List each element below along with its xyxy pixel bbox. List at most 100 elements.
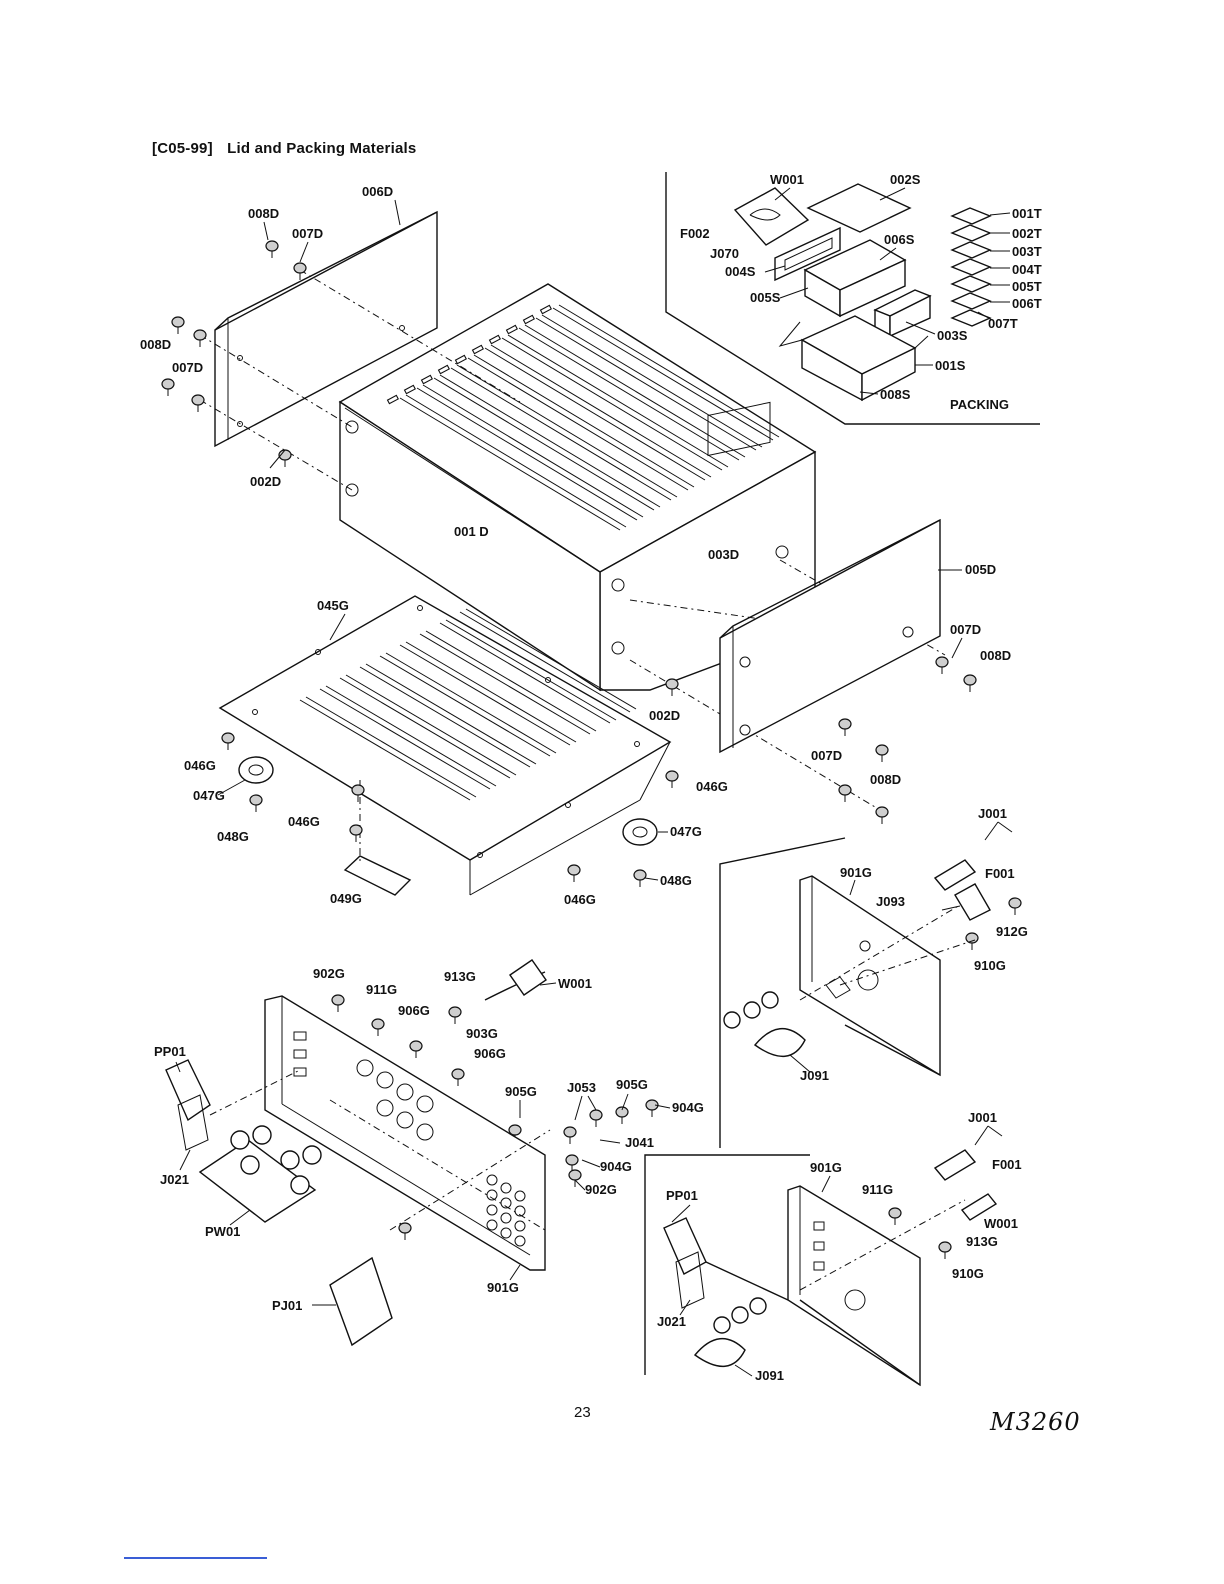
label-008S: 008S [880,387,911,402]
label-J041: J041 [625,1135,654,1150]
screw [633,869,647,881]
label-F001: F001 [992,1157,1022,1172]
side-panel-005D [719,518,941,754]
cover-slot-end [454,354,467,365]
manual-stack [950,207,992,327]
label-005T: 005T [1012,279,1042,294]
plate-slot [419,633,591,735]
label-911G: 911G [862,1182,893,1197]
label-906G: 906G [474,1046,506,1061]
screw [249,794,263,806]
handwritten-note: M3260 [990,1408,1081,1436]
cover-slot [490,344,712,478]
packing-section-border [665,172,1040,425]
part-labels: 006D 008D 007D 008D 007D 002D 001 D 003D… [140,172,1042,1383]
screw [888,1207,902,1219]
screw [193,329,207,341]
jack-hole [514,1190,526,1202]
label-packing: PACKING [950,397,1009,412]
label-W001: W001 [770,172,804,187]
jack-hole [514,1220,526,1232]
cover-slot [405,394,627,528]
jack-hole [486,1174,498,1186]
label-003T: 003T [1012,244,1042,259]
screw [565,1154,579,1166]
label-J001: J001 [968,1110,997,1125]
screw [1008,897,1022,909]
manual-sheet [950,224,992,242]
screw [615,1106,629,1118]
label-008D: 008D [980,648,1011,663]
manual-sheet [950,241,992,259]
plate-slot [445,619,617,721]
leader-lines [175,187,1013,1377]
label-047G: 047G [670,824,702,839]
page-number: 23 [574,1404,591,1421]
label-007D: 007D [172,360,203,375]
cover-slot [535,317,757,451]
label-008D: 008D [140,337,171,352]
label-005D: 005D [965,562,996,577]
cover-slot-end [437,364,450,375]
label-005S: 005S [750,290,781,305]
label-902G: 902G [585,1182,617,1197]
cover-slot [518,327,740,461]
label-049G: 049G [330,891,362,906]
screw [838,718,852,730]
label-PW01: PW01 [205,1224,240,1239]
label-F002: F002 [680,226,710,241]
screw [161,378,175,390]
jack-hole [500,1182,512,1194]
label-J070: J070 [710,246,739,261]
plate-slot [365,663,537,765]
label-902G: 902G [313,966,345,981]
screw [935,656,949,668]
plate-slot [345,674,517,776]
label-W001: W001 [984,1216,1018,1231]
screw [351,784,365,796]
screw [563,1126,577,1138]
cover-slot [552,307,774,441]
label-007D: 007D [292,226,323,241]
cover-slot [524,324,746,458]
screw [665,678,679,690]
label-906G: 906G [398,1003,430,1018]
screw [191,394,205,406]
inset-variant-2 [644,1149,998,1387]
label-045G: 045G [317,598,349,613]
screw [938,1241,952,1253]
label-PP01: PP01 [666,1188,698,1203]
inset-variant-1 [719,837,991,1148]
label-911G: 911G [366,982,397,997]
jack-hole [500,1227,512,1239]
section-title: [C05-99] Lid and Packing Materials [152,140,416,157]
label-047G: 047G [193,788,225,803]
cover-slot [450,367,672,501]
label-003D: 003D [708,547,739,562]
screw [838,784,852,796]
cover-slot [439,374,661,508]
screw [171,316,185,328]
label-002D: 002D [250,474,281,489]
cover-slot-end [488,334,501,345]
screws [161,240,1022,1259]
manual-sheet [950,309,992,327]
label-006T: 006T [1012,296,1042,311]
label-004S: 004S [725,264,756,279]
cover-slot [422,384,644,518]
cover-slot [507,334,729,468]
cover-slot-end [420,374,433,385]
cover-vent-slots [386,304,780,531]
plate-slot [459,611,631,713]
cover-slot-end [386,394,399,405]
cover-slot [473,354,695,488]
label-901G: 901G [810,1160,842,1175]
label-J093: J093 [876,894,905,909]
screw [293,262,307,274]
screw [409,1040,423,1052]
screw [568,1169,582,1181]
plate-slot [339,677,511,779]
foot-047G-left [238,756,274,784]
label-PJ01: PJ01 [272,1298,302,1313]
cover-slot [467,357,689,491]
